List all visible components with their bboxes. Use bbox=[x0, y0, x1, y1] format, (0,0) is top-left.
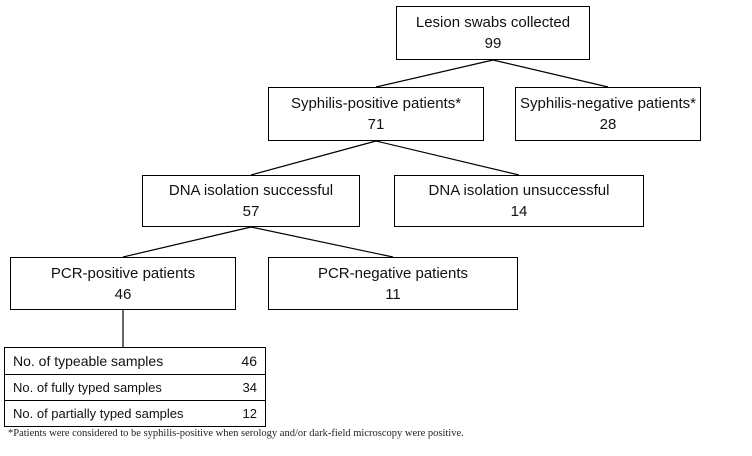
node-value: 71 bbox=[367, 116, 385, 133]
node-value: 14 bbox=[510, 203, 528, 220]
node-label: Syphilis-positive patients* bbox=[290, 95, 462, 112]
row-value: 34 bbox=[219, 374, 266, 401]
table-row: No. of partially typed samples 12 bbox=[4, 400, 266, 427]
node-label: PCR-positive patients bbox=[50, 264, 196, 282]
node-dna-isolation-successful: DNA isolation successful 57 bbox=[142, 175, 360, 227]
node-label: PCR-negative patients bbox=[317, 264, 469, 282]
row-label: No. of partially typed samples bbox=[4, 400, 219, 427]
connector-root-syph-neg bbox=[492, 59, 609, 88]
connector-dna-ok-pcr-neg bbox=[250, 226, 394, 258]
node-lesion-swabs: Lesion swabs collected 99 bbox=[396, 6, 590, 60]
node-pcr-positive: PCR-positive patients 46 bbox=[10, 257, 236, 310]
connector-syph-pos-dna-fail bbox=[375, 140, 520, 176]
node-label: DNA isolation unsuccessful bbox=[428, 182, 610, 199]
node-value: 99 bbox=[484, 35, 502, 52]
node-label: Lesion swabs collected bbox=[415, 14, 571, 31]
node-label: DNA isolation successful bbox=[168, 182, 334, 199]
node-label: Syphilis-negative patients* bbox=[520, 95, 696, 112]
row-label: No. of fully typed samples bbox=[4, 374, 219, 401]
node-value: 11 bbox=[385, 285, 401, 303]
table-row: No. of typeable samples 46 bbox=[4, 347, 266, 375]
node-value: 57 bbox=[242, 203, 260, 220]
footnote: *Patients were considered to be syphilis… bbox=[8, 428, 464, 439]
node-value: 28 bbox=[599, 116, 617, 133]
node-value: 46 bbox=[114, 285, 132, 303]
row-value: 46 bbox=[219, 347, 266, 375]
row-value: 12 bbox=[219, 400, 266, 427]
node-syphilis-positive: Syphilis-positive patients* 71 bbox=[268, 87, 484, 141]
table-row: No. of fully typed samples 34 bbox=[4, 374, 266, 401]
node-syphilis-negative: Syphilis-negative patients* 28 bbox=[515, 87, 701, 141]
node-pcr-negative: PCR-negative patients 11 bbox=[268, 257, 518, 310]
node-dna-isolation-unsuccessful: DNA isolation unsuccessful 14 bbox=[394, 175, 644, 227]
connector-syph-pos-dna-ok bbox=[250, 140, 377, 176]
connector-dna-ok-pcr-pos bbox=[122, 226, 252, 258]
row-label: No. of typeable samples bbox=[4, 347, 219, 375]
connector-root-syph-pos bbox=[375, 59, 494, 88]
typing-summary-table: No. of typeable samples 46 No. of fully … bbox=[4, 347, 266, 427]
